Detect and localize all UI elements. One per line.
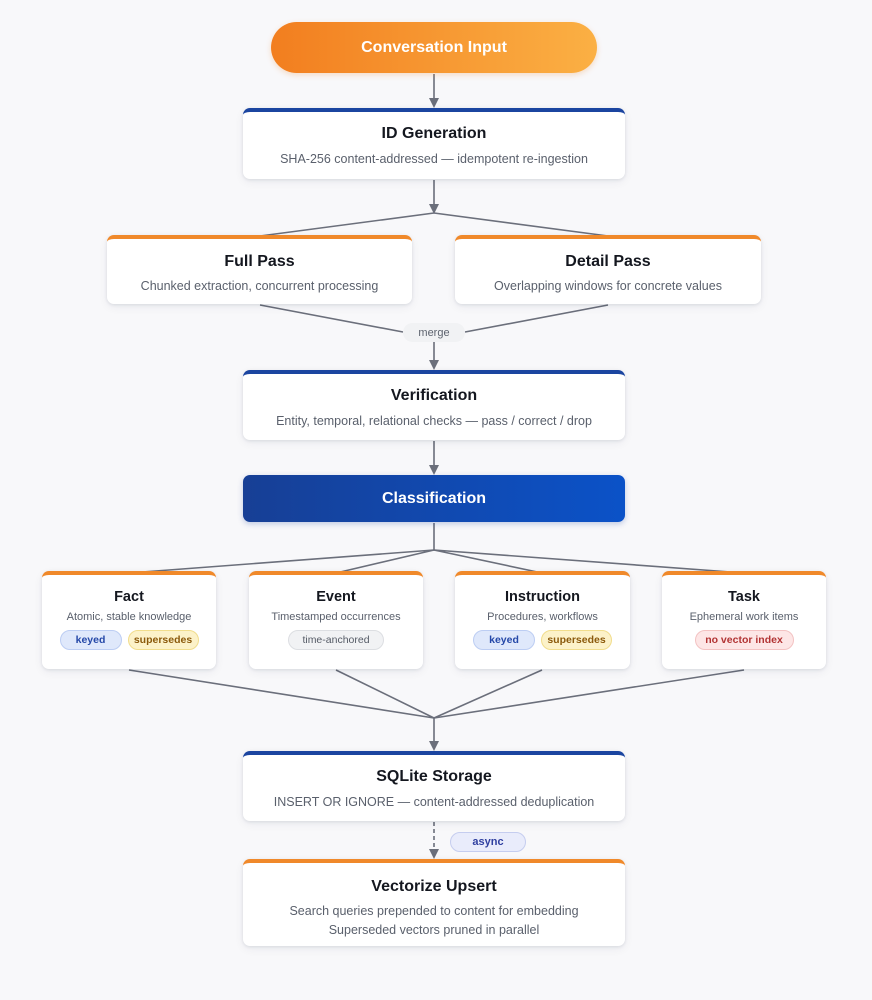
detail-pass-node: Detail Pass Overlapping windows for conc… xyxy=(455,235,761,304)
classification-node: Classification xyxy=(243,475,625,522)
storage-title: SQLite Storage xyxy=(376,768,492,785)
vectorize-line-1: Search queries prepended to content for … xyxy=(289,904,579,918)
verification-subtitle: Entity, temporal, relational checks — pa… xyxy=(276,414,592,428)
id-generation-node: ID Generation SHA-256 content-addressed … xyxy=(243,108,625,179)
edge-split-to-full xyxy=(259,212,435,237)
event-subtitle: Timestamped occurrences xyxy=(271,611,401,623)
classification-label: Classification xyxy=(381,489,487,507)
detail-pass-subtitle: Overlapping windows for concrete values xyxy=(494,279,722,293)
event-title: Event xyxy=(316,589,356,605)
fact-subtitle: Atomic, stable knowledge xyxy=(66,611,192,623)
id-generation-title: ID Generation xyxy=(381,125,487,142)
id-generation-subtitle: SHA-256 content-addressed — idempotent r… xyxy=(280,152,588,166)
conversation-input-label: Conversation Input xyxy=(361,38,507,56)
edge-detail-to-merge xyxy=(464,304,609,333)
edge-event-to-join xyxy=(335,669,435,719)
verification-title: Verification xyxy=(390,387,478,404)
async-label: async xyxy=(450,832,526,852)
no-vector-index-badge: no vector index xyxy=(694,630,794,650)
category-fact: Fact Atomic, stable knowledge keyed supe… xyxy=(42,571,216,669)
edge-class-to-instruction xyxy=(433,549,543,574)
supersedes-badge: supersedes xyxy=(541,630,612,650)
keyed-badge: keyed xyxy=(473,630,535,650)
category-task: Task Ephemeral work items no vector inde… xyxy=(662,571,826,669)
edge-split-to-detail xyxy=(433,212,609,237)
category-event: Event Timestamped occurrences time-ancho… xyxy=(249,571,423,669)
instruction-subtitle: Procedures, workflows xyxy=(487,611,598,623)
edge-full-to-merge xyxy=(259,304,404,333)
conversation-input-node: Conversation Input xyxy=(271,22,597,73)
edge-fact-to-join xyxy=(128,669,435,719)
vectorize-title: Vectorize Upsert xyxy=(371,878,497,895)
verification-node: Verification Entity, temporal, relationa… xyxy=(243,370,625,440)
edge-class-to-event xyxy=(335,549,435,574)
detail-pass-title: Detail Pass xyxy=(565,253,651,270)
category-instruction: Instruction Procedures, workflows keyed … xyxy=(455,571,630,669)
full-pass-title: Full Pass xyxy=(224,253,295,270)
edge-class-to-fact xyxy=(128,549,435,574)
instruction-title: Instruction xyxy=(505,589,580,605)
storage-subtitle: INSERT OR IGNORE — content-addressed ded… xyxy=(273,795,595,809)
full-pass-subtitle: Chunked extraction, concurrent processin… xyxy=(140,279,379,293)
fact-title: Fact xyxy=(114,589,144,605)
supersedes-badge: supersedes xyxy=(127,630,199,650)
edge-instruction-to-join xyxy=(433,669,543,719)
vectorize-line-2: Superseded vectors pruned in parallel xyxy=(328,923,540,937)
edge-class-to-task xyxy=(433,549,745,574)
task-subtitle: Ephemeral work items xyxy=(689,611,799,623)
full-pass-node: Full Pass Chunked extraction, concurrent… xyxy=(107,235,412,304)
merge-label: merge xyxy=(403,323,465,342)
vectorize-upsert-node: Vectorize Upsert Search queries prepende… xyxy=(243,859,625,946)
time-anchored-badge: time-anchored xyxy=(288,630,384,650)
edge-task-to-join xyxy=(433,669,745,719)
task-title: Task xyxy=(728,589,760,605)
sqlite-storage-node: SQLite Storage INSERT OR IGNORE — conten… xyxy=(243,751,625,821)
keyed-badge: keyed xyxy=(59,630,122,650)
